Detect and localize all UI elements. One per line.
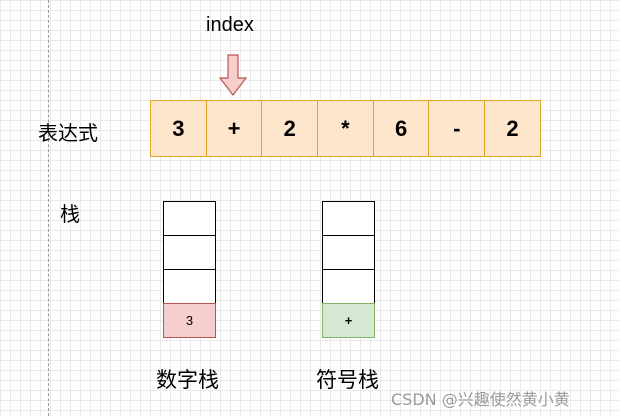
expression-cell: 6	[372, 100, 430, 157]
number-stack-slot	[163, 235, 216, 270]
watermark: CSDN @兴趣使然黄小黄	[391, 390, 570, 409]
expression-cell: *	[317, 100, 374, 157]
stack-label: 栈	[60, 202, 80, 226]
expression-cell: 2	[261, 100, 319, 157]
number-stack: 3	[163, 201, 216, 338]
vertical-dashed-divider	[48, 0, 49, 416]
operator-stack-slot	[322, 235, 375, 270]
expression-cell: 2	[484, 100, 541, 157]
index-label: index	[206, 14, 254, 36]
number-stack-slot	[163, 269, 216, 304]
number-stack-label: 数字栈	[156, 368, 219, 392]
operator-stack: +	[322, 201, 375, 338]
operator-stack-top-slot: +	[322, 303, 375, 338]
expression-label: 表达式	[38, 121, 98, 145]
operator-stack-slot	[322, 269, 375, 304]
index-pointer-arrow-icon	[219, 54, 247, 96]
number-stack-slot	[163, 201, 216, 236]
expression-cell: +	[205, 100, 263, 157]
expression-cell: -	[428, 100, 486, 157]
operator-stack-slot	[322, 201, 375, 236]
number-stack-top-slot: 3	[163, 303, 216, 338]
expression-cell: 3	[150, 100, 207, 157]
operator-stack-label: 符号栈	[316, 368, 379, 392]
expression-array: 3 + 2 * 6 - 2	[150, 100, 541, 157]
